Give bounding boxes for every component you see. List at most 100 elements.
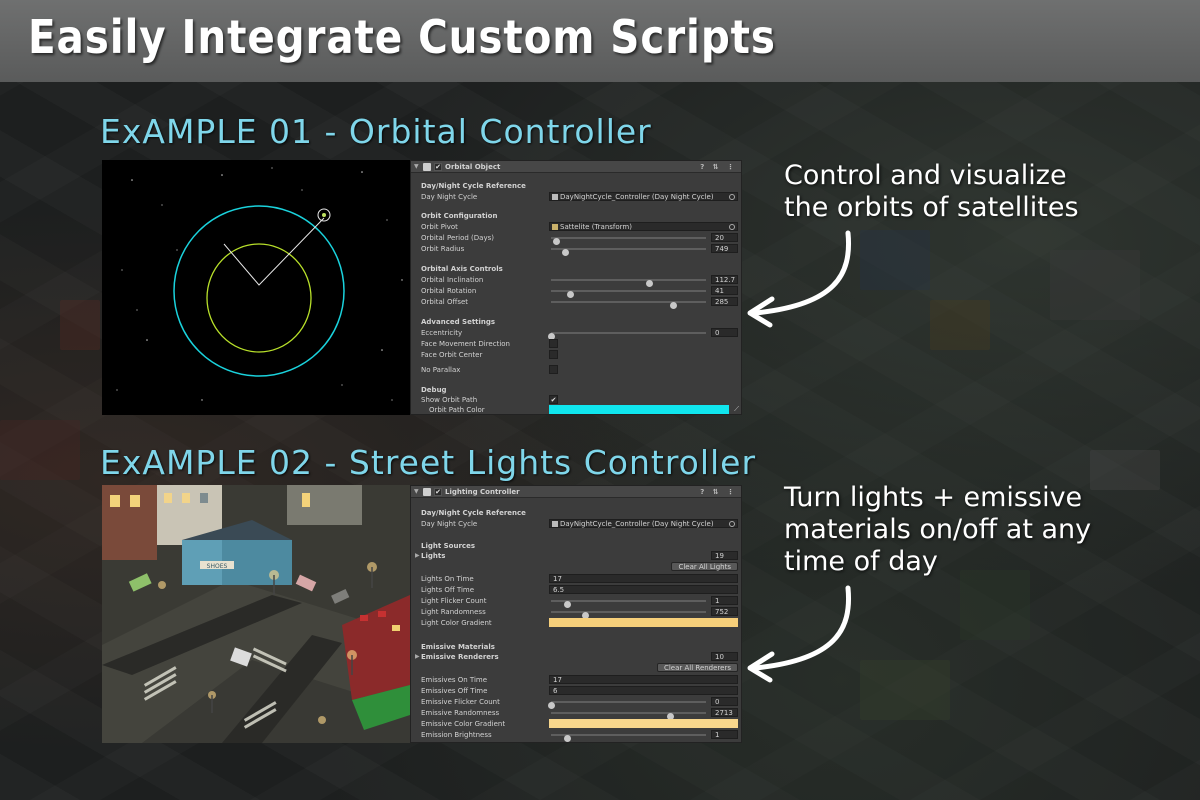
component-enabled-checkbox[interactable]: ✔ [434,488,442,496]
offset-input[interactable]: 285 [711,297,738,306]
slider-knob[interactable] [670,302,678,309]
day-night-cycle-field[interactable]: DayNightCycle_Controller (Day Night Cycl… [549,192,738,201]
lights-count[interactable]: 19 [711,551,738,560]
face-movement-checkbox[interactable] [549,339,558,348]
component-enabled-checkbox[interactable]: ✔ [434,163,442,171]
emission-brightness-input[interactable]: 1 [711,730,738,739]
example1-heading: ExAMPLE 01 - Orbital Controller [100,112,652,151]
example2-arrow-icon [747,585,852,683]
emissive-color-gradient[interactable] [549,719,738,728]
orbit-path-color-swatch[interactable] [549,405,729,414]
satellite-marker [317,208,331,222]
eccentricity-input[interactable]: 0 [711,328,738,337]
renderers-count[interactable]: 10 [711,652,738,661]
bg-building [0,420,80,480]
section-axis-controls: Orbital Axis Controls [421,265,503,273]
orbit-pivot-field[interactable]: Sattelite (Transform) [549,222,738,231]
lights-on-input[interactable]: 17 [549,574,738,583]
emissive-flicker-input[interactable]: 0 [711,697,738,706]
light-color-gradient[interactable] [549,618,738,627]
component-header[interactable]: ▼ ✔ Lighting Controller ? ⇅ ⋮ [411,486,741,498]
stars [116,167,403,401]
example1-callout-line1: Control and visualize [784,160,1067,191]
inclination-input[interactable]: 112.7 [711,275,738,284]
clear-all-renderers-button[interactable]: Clear All Renderers [656,663,738,672]
foldout-arrow-icon[interactable]: ▶ [415,653,420,660]
orbital-period-input[interactable]: 20 [711,233,738,242]
slider-knob[interactable] [548,333,555,340]
face-center-checkbox[interactable] [549,350,558,359]
day-night-cycle-field[interactable]: DayNightCycle_Controller (Day Night Cycl… [549,519,738,528]
lights-off-label: Lights Off Time [421,586,475,594]
script-icon [423,488,431,496]
object-picker-icon[interactable] [729,521,735,527]
no-parallax-checkbox[interactable] [549,365,558,374]
flicker-label: Light Flicker Count [421,597,487,605]
slider-knob[interactable] [645,280,653,287]
foldout-arrow-icon[interactable]: ▼ [414,163,419,170]
slider-knob[interactable] [548,702,555,709]
emissive-on-input[interactable]: 17 [549,675,738,684]
city-scene-view[interactable]: SHOES [102,485,410,743]
flicker-slider[interactable] [551,600,706,608]
flicker-input[interactable]: 1 [711,596,738,605]
orbital-period-slider[interactable] [551,237,706,245]
randomness-input[interactable]: 752 [711,607,738,616]
eyedropper-icon[interactable]: ⟋ [734,405,739,413]
orbit-scene-view[interactable] [102,160,410,415]
day-night-cycle-value: DayNightCycle_Controller (Day Night Cycl… [560,520,714,528]
orbit-radius-lines [223,217,325,286]
rotation-slider[interactable] [551,290,706,298]
renderers-label[interactable]: Emissive Renderers [421,653,499,661]
orbital-object-inspector: ▼ ✔ Orbital Object ? ⇅ ⋮ Day/Night Cycle… [410,160,742,415]
rotation-input[interactable]: 41 [711,286,738,295]
component-name: Orbital Object [445,163,501,171]
emissive-off-label: Emissives Off Time [421,687,488,695]
face-center-label: Face Orbit Center [421,351,483,359]
orbit-radius-input[interactable]: 749 [711,244,738,253]
slider-knob[interactable] [563,601,571,608]
object-picker-icon[interactable] [729,224,735,230]
slider-knob[interactable] [552,238,560,245]
header-icons[interactable]: ? ⇅ ⋮ [700,488,737,496]
randomness-slider[interactable] [551,611,706,619]
orbital-period-label: Orbital Period (Days) [421,234,494,242]
slider-knob[interactable] [582,612,590,619]
example1-callout-line2: the orbits of satellites [784,192,1079,223]
orbit-radius-slider[interactable] [551,248,706,256]
section-light-sources: Light Sources [421,542,475,550]
face-movement-label: Face Movement Direction [421,340,510,348]
lighting-controller-inspector: ▼ ✔ Lighting Controller ? ⇅ ⋮ Day/Night … [410,485,742,743]
header-icons[interactable]: ? ⇅ ⋮ [700,163,737,171]
foldout-arrow-icon[interactable]: ▼ [414,488,419,495]
emissive-randomness-input[interactable]: 2713 [711,708,738,717]
example2-callout-line3: time of day [784,546,938,577]
object-picker-icon[interactable] [729,194,735,200]
component-name: Lighting Controller [445,488,520,496]
emissive-off-input[interactable]: 6 [549,686,738,695]
lights-off-input[interactable]: 6.5 [549,585,738,594]
gradient-label: Light Color Gradient [421,619,492,627]
slider-knob[interactable] [667,713,675,720]
eccentricity-slider[interactable] [548,332,706,340]
slider-knob[interactable] [561,249,569,256]
component-header[interactable]: ▼ ✔ Orbital Object ? ⇅ ⋮ [411,161,741,173]
bg-vehicle [1090,450,1160,490]
orbit-radius-label: Orbit Radius [421,245,465,253]
orbit-pivot-label: Orbit Pivot [421,223,458,231]
lights-label[interactable]: Lights [421,552,446,560]
emissive-flicker-slider[interactable] [548,701,706,709]
emissive-randomness-slider[interactable] [551,712,706,720]
script-icon [423,163,431,171]
foldout-arrow-icon[interactable]: ▶ [415,552,420,559]
offset-slider[interactable] [551,301,706,309]
slider-knob[interactable] [566,291,574,298]
clear-all-lights-button[interactable]: Clear All Lights [671,562,738,571]
example2-heading: ExAMPLE 02 - Street Lights Controller [100,443,757,482]
emissive-randomness-label: Emissive Randomness [421,709,500,717]
show-orbit-path-checkbox[interactable]: ✔ [549,395,558,404]
inclination-slider[interactable] [551,279,706,287]
shop-sign: SHOES [207,563,228,570]
emission-brightness-slider[interactable] [551,734,706,742]
slider-knob[interactable] [563,735,571,742]
